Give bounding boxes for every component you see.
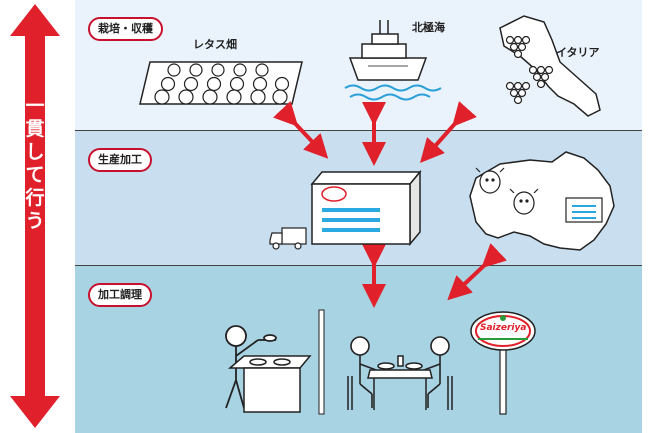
vertical-double-arrow [10,4,60,428]
vertical-char: て [25,164,45,186]
divider-pole [318,309,325,415]
factory-box-icon [310,169,422,247]
italy-label: イタリア [556,46,600,59]
small-factory-icon [565,197,603,223]
lettuce-field-icon [139,61,303,105]
stove-icon [227,355,312,413]
vertical-char: し [25,141,45,163]
lettuce-field-label: レタス畑 [193,38,237,51]
section-title-cooking: 加工調理 [88,283,152,307]
chef-icon [225,325,277,409]
vertical-char: 一 [25,95,45,117]
saizeriya-logo-text: Saizeriya [480,323,527,333]
diners-icon [350,336,450,408]
section-title-production: 生産加工 [88,148,152,172]
north-sea-label: 北極海 [412,21,445,34]
sea-waves [344,84,442,101]
integrated-operations-label: 一 貫 し て 行 う [20,95,50,233]
ship-icon [348,20,428,81]
vertical-char: う [25,210,45,232]
dining-table-icon [347,355,453,410]
vertical-char: 行 [25,187,45,209]
grapes-icon [505,35,554,105]
vertical-char: 貫 [25,118,45,140]
section-title-cultivation: 栽培・収穫 [88,17,163,41]
italy-map-icon [499,15,601,117]
cow-icon [475,167,539,215]
flow-arrows [273,101,507,308]
truck-icon [269,227,307,250]
cattle-land-icon [469,151,615,251]
saizeriya-sign [470,311,536,415]
